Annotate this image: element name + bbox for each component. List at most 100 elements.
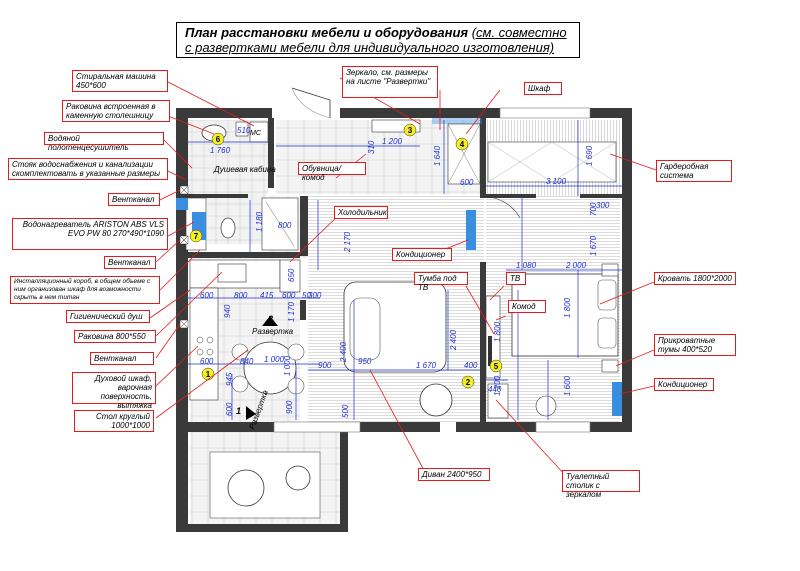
dim-label: 1 600: [563, 375, 572, 396]
callout-water-heater: Водонагреватель ARISTON ABS VLS EVO PW 8…: [12, 218, 168, 250]
callout-vent-1: Вентканал: [108, 193, 160, 206]
dim-label: 1 760: [210, 146, 231, 155]
dim-label: 1 800: [493, 321, 502, 342]
svg-text:3: 3: [408, 126, 413, 135]
callout-tv-stand: Тумба под ТВ: [414, 272, 468, 292]
callout-dresser: Комод: [508, 300, 546, 313]
dim-label: 600: [225, 402, 234, 416]
callout-vent-3: Вентканал: [90, 352, 154, 365]
dim-label: 400: [464, 361, 478, 370]
dim-label: 1 200: [382, 137, 403, 146]
callout-fridge: Холодильник: [334, 206, 388, 219]
dim-label: 940: [223, 304, 232, 318]
dim-label: 600: [460, 178, 474, 187]
svg-text:6: 6: [216, 135, 221, 144]
callout-sofa: Диван 2400*950: [418, 468, 490, 481]
markers: 1 2 3 4 5 6 7: [189, 123, 503, 389]
dim-label: 1 690: [585, 145, 594, 166]
dim-label: 1 670: [416, 361, 437, 370]
callout-bed: Кровать 1800*2000: [654, 272, 736, 285]
marker-2-icon: [461, 375, 475, 389]
callout-hygienic-shower: Гигиенический душ: [66, 310, 150, 323]
marker-7-icon: [189, 229, 203, 243]
shower-floor: [207, 194, 267, 244]
fridge-icon: [279, 259, 301, 293]
callout-mirror: Зеркало, см. размеры на листе "Развертки…: [342, 66, 438, 98]
title-box: План расстановки мебели и оборудования (…: [176, 22, 580, 58]
dim-label: 1 640: [433, 145, 442, 166]
kitchen-sink-icon: [217, 263, 247, 283]
dim-label: 1 180: [255, 211, 264, 232]
svg-text:5: 5: [494, 362, 499, 371]
dim-label: 600: [200, 357, 214, 366]
dim-label: 50: [302, 291, 311, 300]
callout-oven: Духовой шкаф, варочная поверхность, вытя…: [72, 372, 156, 410]
dim-label: 1 670: [589, 235, 598, 256]
dim-label: 600: [200, 291, 214, 300]
dim-label: 300: [308, 291, 322, 300]
dim-label: 1 800: [563, 297, 572, 318]
dim-label: 700: [589, 202, 598, 216]
callout-sink-builtin: Раковина встроенная в каменную столешниц…: [62, 100, 170, 122]
dim-label: 440: [488, 385, 502, 394]
callout-washer: Стиральная машина 450*600: [72, 70, 168, 92]
round-table-icon: [243, 341, 297, 395]
dim-label: 650: [287, 268, 296, 282]
ac-icon: [466, 210, 476, 250]
marker-3-icon: [403, 123, 417, 137]
dim-label: 500: [341, 404, 350, 418]
dim-label: 2 000: [565, 261, 587, 270]
dim-label: 1 080: [516, 261, 537, 270]
title-line2: с развертками мебели для индивидуального…: [185, 40, 555, 55]
dim-label: 1 000: [283, 355, 292, 376]
title-main: План расстановки мебели и оборудования: [185, 25, 469, 40]
callout-towel-rail: Водяной полотенцесушитель: [44, 132, 164, 152]
dim-label: 840: [240, 357, 254, 366]
title-note: (см. совместно: [471, 25, 567, 40]
dim-label: 310: [367, 140, 376, 154]
dim-label: 300: [596, 201, 610, 210]
callout-install-box: Инсталляционный короб, в общем объеме с …: [10, 276, 160, 304]
marker-6-icon: [211, 132, 225, 146]
dim-label: 2 400: [449, 329, 458, 351]
marker-5-icon: [489, 359, 503, 373]
hall-floor: [276, 120, 482, 194]
dim-label: 900: [318, 361, 332, 370]
dim-label: 945: [225, 372, 234, 386]
dim-label: 1 000: [264, 355, 285, 364]
callout-cabinet: Шкаф: [524, 82, 562, 95]
callout-riser: Стояк водоснабжения и канализации скомпл…: [8, 158, 168, 180]
callout-ac-1: Кондиционер: [392, 248, 452, 261]
dim-label: 1 170: [287, 301, 296, 322]
dim-label: 3 100: [546, 177, 567, 186]
svg-text:1: 1: [206, 370, 211, 379]
callout-kitchen-sink: Раковина 800*550: [74, 330, 156, 343]
dim-label: 600: [282, 291, 296, 300]
dim-label: 2 170: [343, 231, 352, 253]
marker-4-icon: [455, 137, 469, 151]
dim-label: 900: [285, 400, 294, 414]
ms-label: МС: [250, 130, 262, 137]
callout-table: Стол круглый 1000*1000: [74, 410, 154, 432]
callout-ac-2: Кондиционер: [654, 378, 714, 391]
title-line1: План расстановки мебели и оборудования (…: [185, 25, 567, 40]
dim-label: 950: [358, 357, 372, 366]
dim-label: 510: [237, 126, 251, 135]
toilet-icon: [220, 217, 236, 239]
callout-vent-2: Вентканал: [104, 256, 156, 269]
dim-label: 800: [234, 291, 248, 300]
shower-cabin-label: Душевая кабина: [213, 165, 276, 174]
svg-text:4: 4: [460, 140, 465, 149]
razvertka-number: 1: [236, 406, 241, 416]
dim-label: 1 200: [493, 375, 502, 396]
svg-text:2: 2: [466, 378, 471, 387]
dim-label: 415: [260, 291, 274, 300]
wardrobe-icon: [487, 141, 617, 183]
svg-text:7: 7: [194, 232, 199, 241]
callout-tv: ТВ: [506, 272, 526, 285]
callout-nightstands: Прикроватные тумы 400*520: [654, 334, 736, 356]
dim-label: 800: [278, 221, 292, 230]
callout-shoe-cabinet: Обувница/комод: [298, 162, 366, 182]
